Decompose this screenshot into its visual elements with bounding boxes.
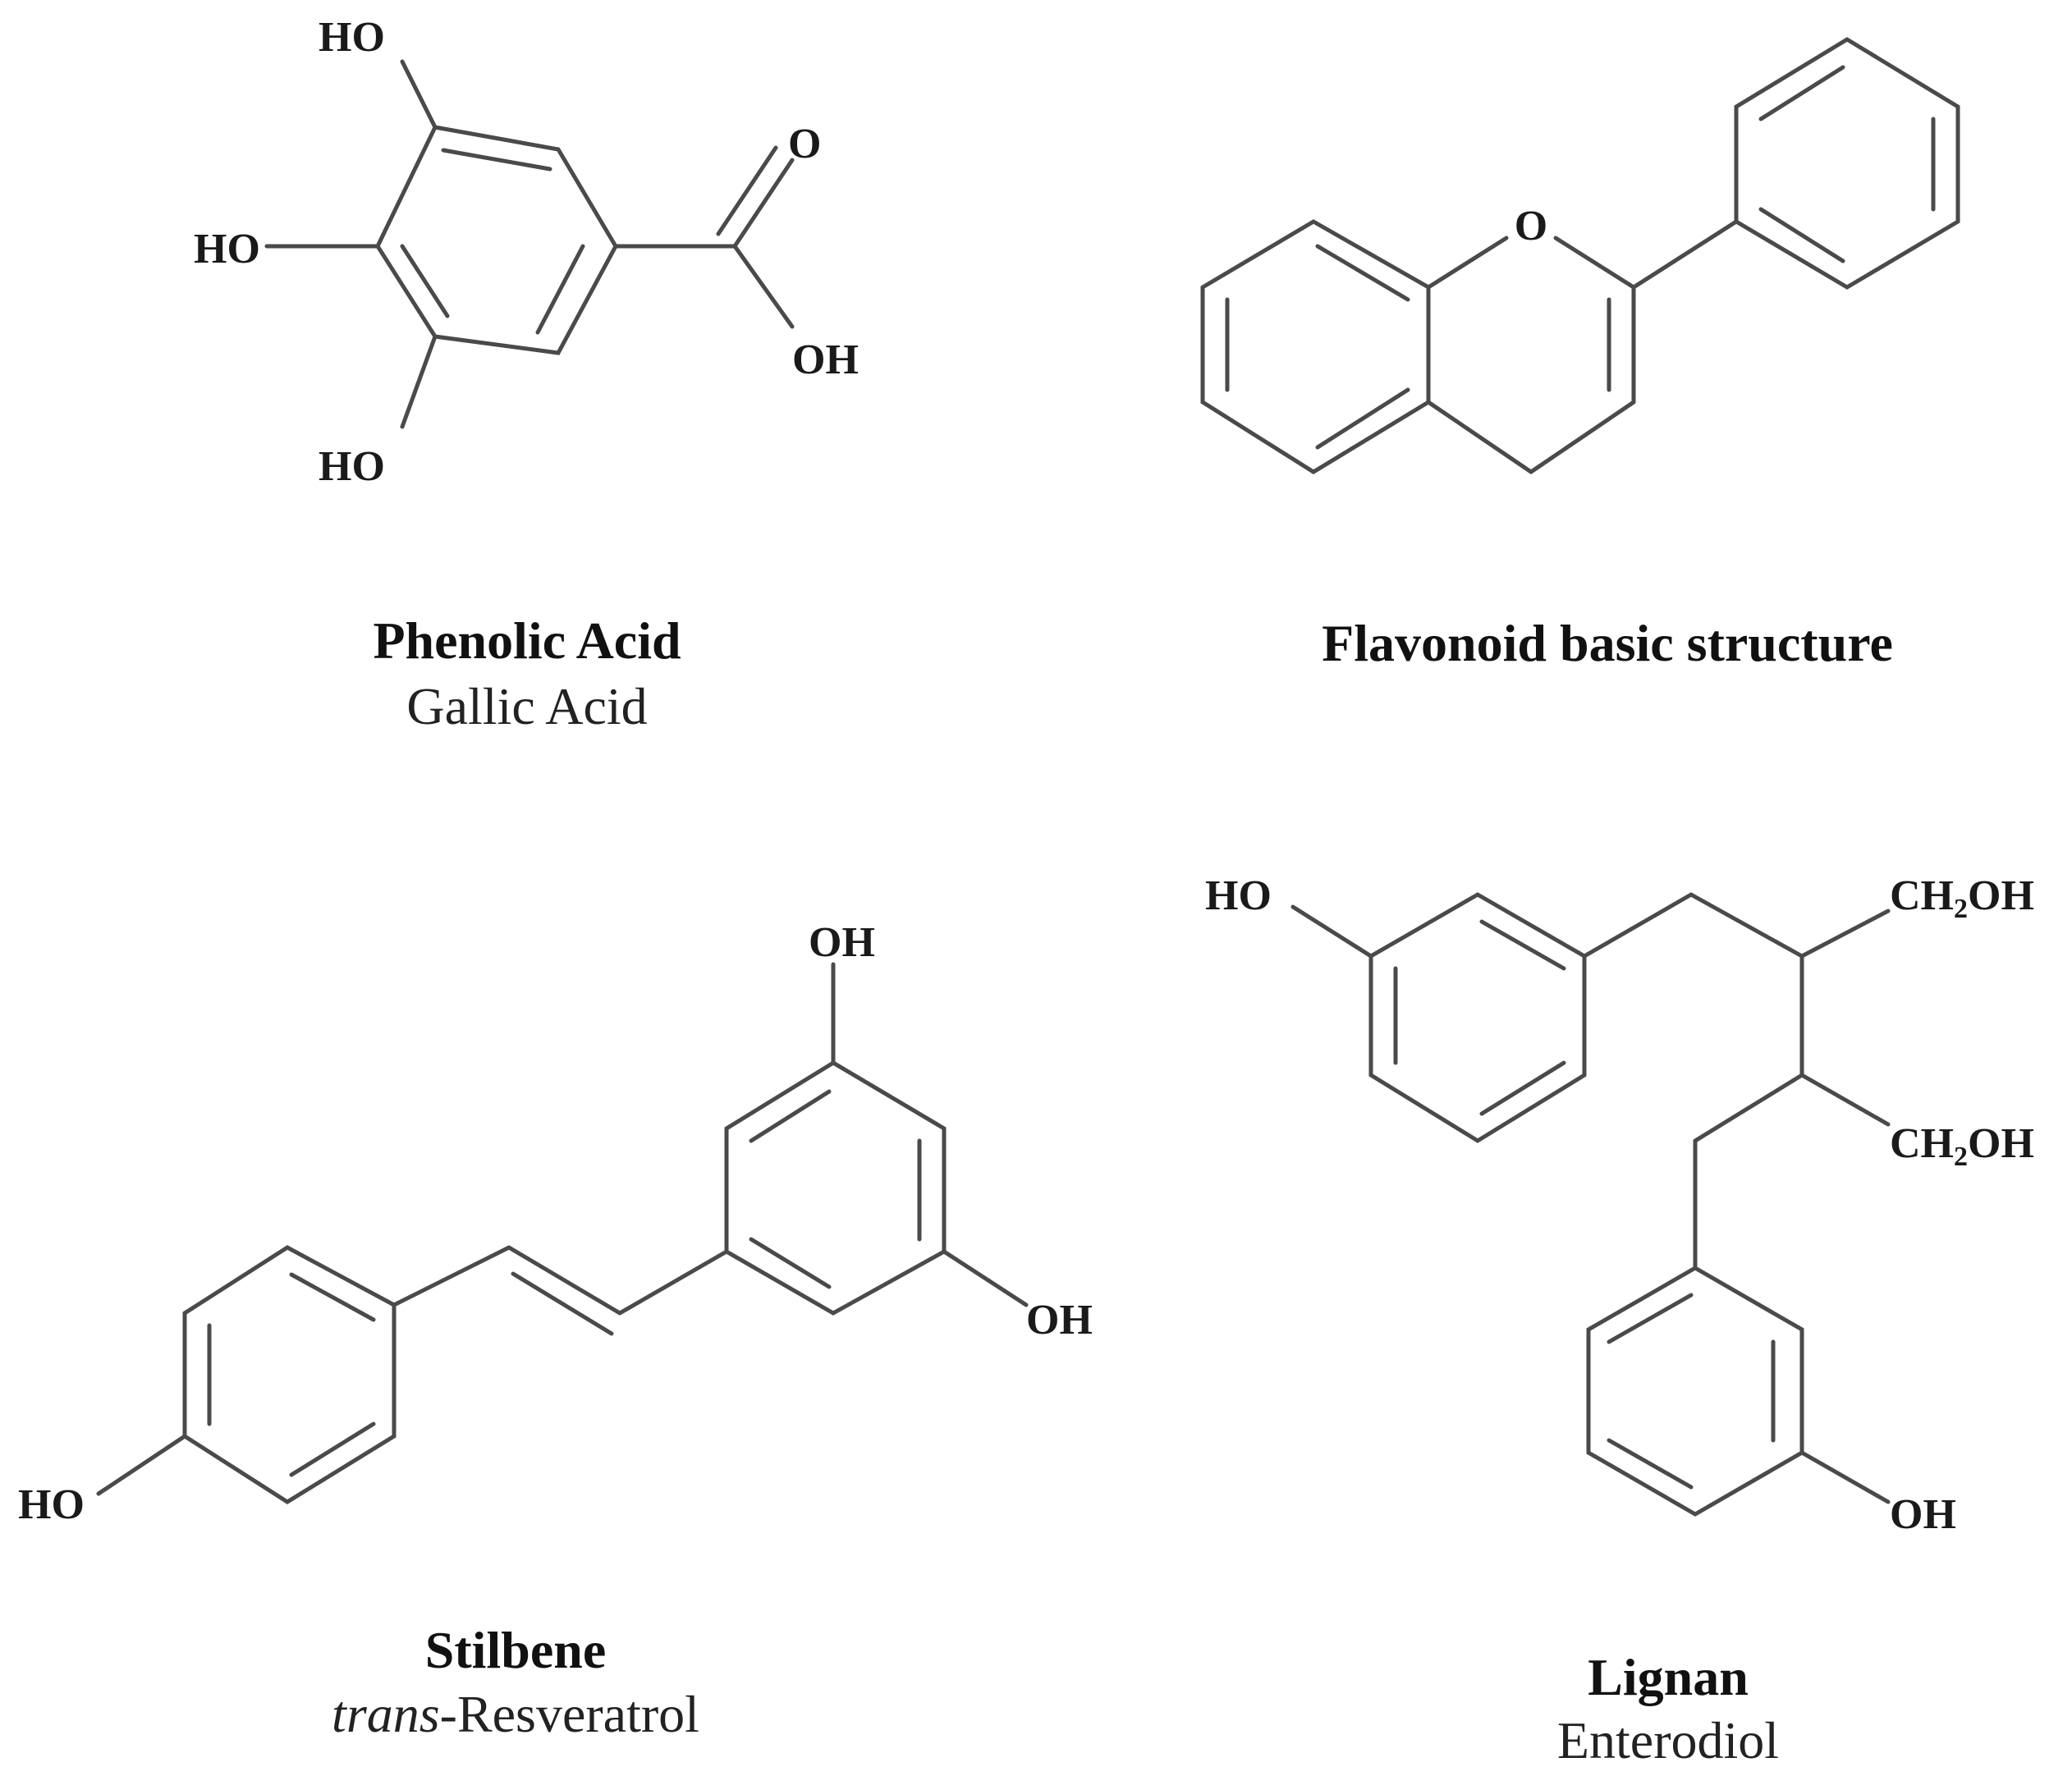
- resveratrol-oh-top-label: OH: [809, 919, 875, 966]
- subscript-2: 2: [1954, 1142, 1968, 1172]
- flavonoid-ring-o-label: O: [1515, 203, 1547, 249]
- ch-part: CH: [1890, 872, 1954, 919]
- ch-part: CH: [1890, 1120, 1954, 1167]
- trans-prefix: trans: [332, 1685, 440, 1743]
- resveratrol-structure: [96, 962, 1029, 1504]
- flavonoid-structure: [1200, 37, 1960, 474]
- flavonoid-title: Flavonoid basic structure: [1322, 614, 1893, 672]
- enterodiol-ch2oh-bottom-label: CH2OH: [1890, 1120, 2034, 1172]
- oh-part: OH: [1968, 872, 2034, 919]
- gallic-carbonyl-o-label: O: [788, 121, 821, 167]
- gallic-acid-oh-label: OH: [792, 336, 859, 383]
- resveratrol-name: -Resveratrol: [440, 1685, 699, 1743]
- resveratrol-subtitle: trans-Resveratrol: [332, 1685, 699, 1743]
- enterodiol-oh-label: OH: [1890, 1491, 1956, 1538]
- gallic-acid-subtitle: Gallic Acid: [406, 677, 647, 735]
- enterodiol-subtitle: Enterodiol: [1557, 1711, 1779, 1769]
- oh-part: OH: [1968, 1120, 2034, 1167]
- resveratrol-ho-label: HO: [18, 1481, 85, 1528]
- gallic-acid-structure: [264, 59, 795, 429]
- enterodiol-ch2oh-top-label: CH2OH: [1890, 872, 2034, 924]
- stilbene-title: Stilbene: [425, 1621, 606, 1679]
- subscript-2: 2: [1954, 894, 1968, 924]
- enterodiol-ho-label: HO: [1205, 872, 1272, 919]
- phenolic-acid-title: Phenolic Acid: [373, 611, 681, 670]
- resveratrol-oh-right-label: OH: [1026, 1297, 1093, 1343]
- gallic-ho-mid-label: HO: [194, 226, 260, 272]
- gallic-ho-bottom-label: HO: [319, 443, 385, 490]
- lignan-title: Lignan: [1588, 1648, 1749, 1706]
- gallic-ho-top-label: HO: [319, 14, 385, 61]
- enterodiol-structure: [1290, 892, 1891, 1517]
